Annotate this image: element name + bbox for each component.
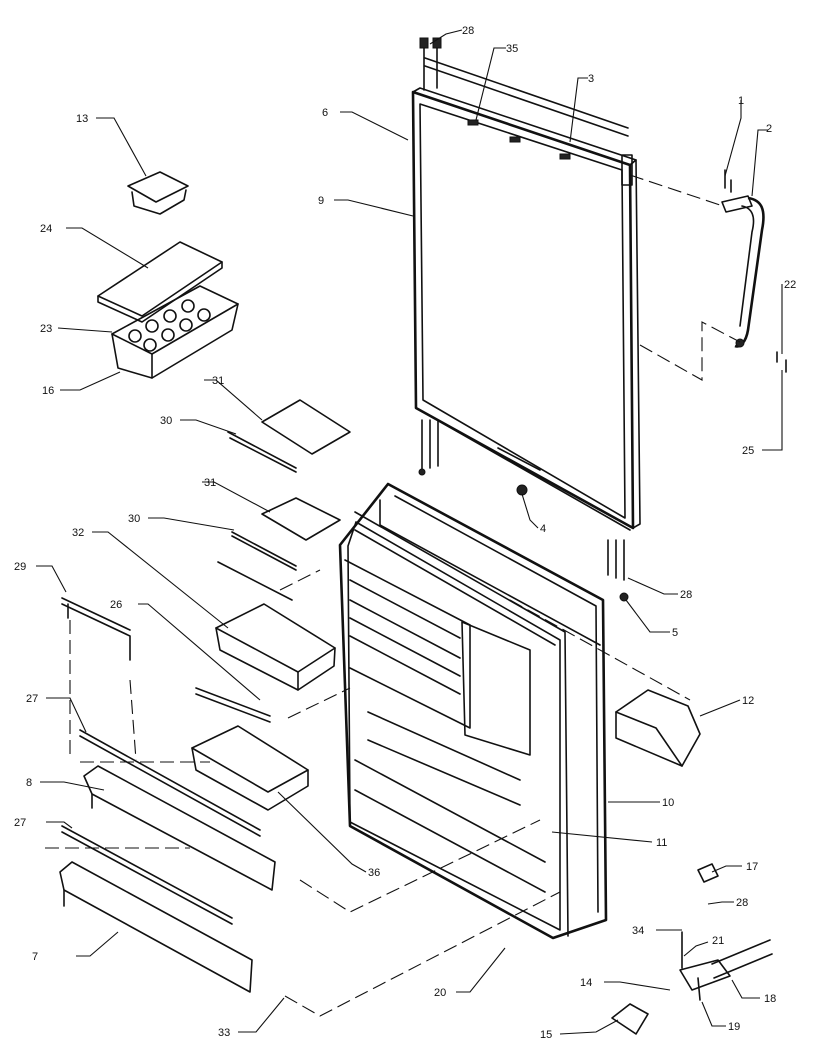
callout-6: 6: [322, 107, 328, 119]
callout-28-top: 28: [462, 25, 474, 37]
callout-13: 13: [76, 113, 88, 125]
callout-24: 24: [40, 223, 52, 235]
door-shelf-lower: [59, 825, 253, 993]
callout-27-lower: 27: [14, 817, 26, 829]
callout-12: 12: [742, 695, 754, 707]
egg-bin: [191, 687, 309, 811]
callout-30-upper: 30: [160, 415, 172, 427]
upper-door-panel: [411, 87, 641, 531]
door-shelf-upper: [79, 729, 276, 891]
callout-28-mid: 28: [680, 589, 692, 601]
callout-29: 29: [14, 561, 26, 573]
callout-31-lower: 31: [204, 477, 216, 489]
callout-25: 25: [742, 445, 754, 457]
callout-36: 36: [368, 867, 380, 879]
ice-tray: [111, 285, 239, 379]
callout-4: 4: [540, 523, 546, 535]
callout-2: 2: [766, 123, 772, 135]
lower-screws: [418, 419, 629, 602]
callout-15: 15: [540, 1029, 552, 1041]
callout-21: 21: [712, 935, 724, 947]
callout-33: 33: [218, 1027, 230, 1039]
callout-31-upper: 31: [212, 375, 224, 387]
callout-14: 14: [580, 977, 592, 989]
callout-35: 35: [506, 43, 518, 55]
small-cup: [127, 171, 189, 215]
callout-27-upper: 27: [26, 693, 38, 705]
callout-19: 19: [728, 1021, 740, 1033]
callout-30-lower: 30: [128, 513, 140, 525]
callout-18: 18: [764, 993, 776, 1005]
callout-23: 23: [40, 323, 52, 335]
leader-lines: [36, 29, 783, 1035]
callout-26: 26: [110, 599, 122, 611]
door-handle: [721, 195, 765, 348]
callout-labels: 1 2 3 4 5 6 7 8 9 10 11 12 13 14 15 16 1…: [14, 25, 796, 1041]
callout-7: 7: [32, 951, 38, 963]
callout-5: 5: [672, 627, 678, 639]
callout-10: 10: [662, 797, 674, 809]
callout-20: 20: [434, 987, 446, 999]
callout-8: 8: [26, 777, 32, 789]
callout-1: 1: [738, 95, 744, 107]
callout-3: 3: [588, 73, 594, 85]
callout-17: 17: [746, 861, 758, 873]
dairy-bin: [215, 603, 336, 691]
callout-34: 34: [632, 925, 644, 937]
callout-11: 11: [656, 837, 667, 849]
door-liner: [338, 482, 608, 940]
callout-32: 32: [72, 527, 84, 539]
shelf-covers: [217, 399, 351, 601]
callout-9: 9: [318, 195, 324, 207]
callout-22: 22: [784, 279, 796, 291]
left-bracket: [61, 597, 131, 661]
top-hinge-bar: [419, 37, 633, 186]
construction-lines: [45, 174, 741, 1017]
right-side-parts: [611, 689, 773, 1035]
ice-tray-lid: [97, 241, 223, 323]
screws-right: [724, 169, 787, 373]
callout-16: 16: [42, 385, 54, 397]
callout-28-right: 28: [736, 897, 748, 909]
